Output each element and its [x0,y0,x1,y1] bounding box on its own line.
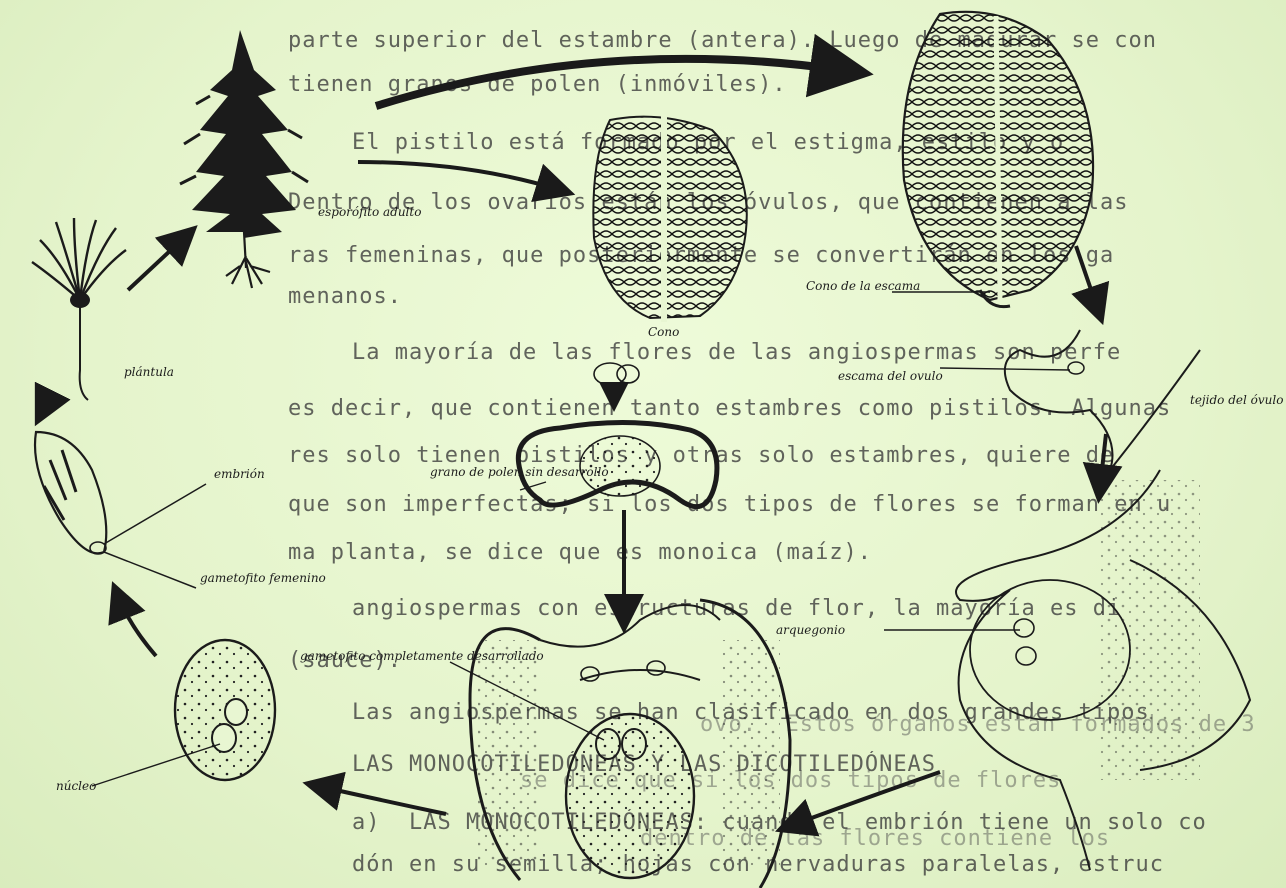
label-cone: Cono [648,325,679,339]
label-pollen: grano de polen sin desarrollo [430,465,609,479]
ovule-scale-illustration: escama del ovulo tejido del óvulo [838,330,1283,470]
label-archegonium: arquegonio [776,623,845,637]
label-adult-sporophyte: esporófito adulto [318,205,421,219]
large-cone-illustration: Cono de la escama [806,12,1093,307]
label-seed-scale: escama del ovulo [838,369,943,383]
seedling-illustration [32,218,126,400]
megaspore-cell-illustration: núcleo [56,640,275,793]
winged-seed-illustration: embrión gametofito femenino [35,432,326,588]
archegonium-ovule-illustration: arquegonio [776,470,1250,870]
label-embryo: embrión [214,467,265,481]
label-spore: núcleo [56,779,96,793]
small-cone-illustration: Cono [593,116,746,339]
label-cone-scale: Cono de la escama [806,279,920,293]
label-seedling: plántula [124,365,174,379]
pollen-grain-illustration: grano de polen sin desarrollo [430,363,717,507]
mature-ovule-illustration: gametofito completamente desarrollado [300,600,790,888]
label-gametophyte-seed: gametofito femenino [200,571,326,585]
label-gametophyte: gametofito completamente desarrollado [300,649,544,663]
label-ovule-wall: tejido del óvulo [1190,393,1283,407]
adult-tree-illustration [180,30,308,288]
